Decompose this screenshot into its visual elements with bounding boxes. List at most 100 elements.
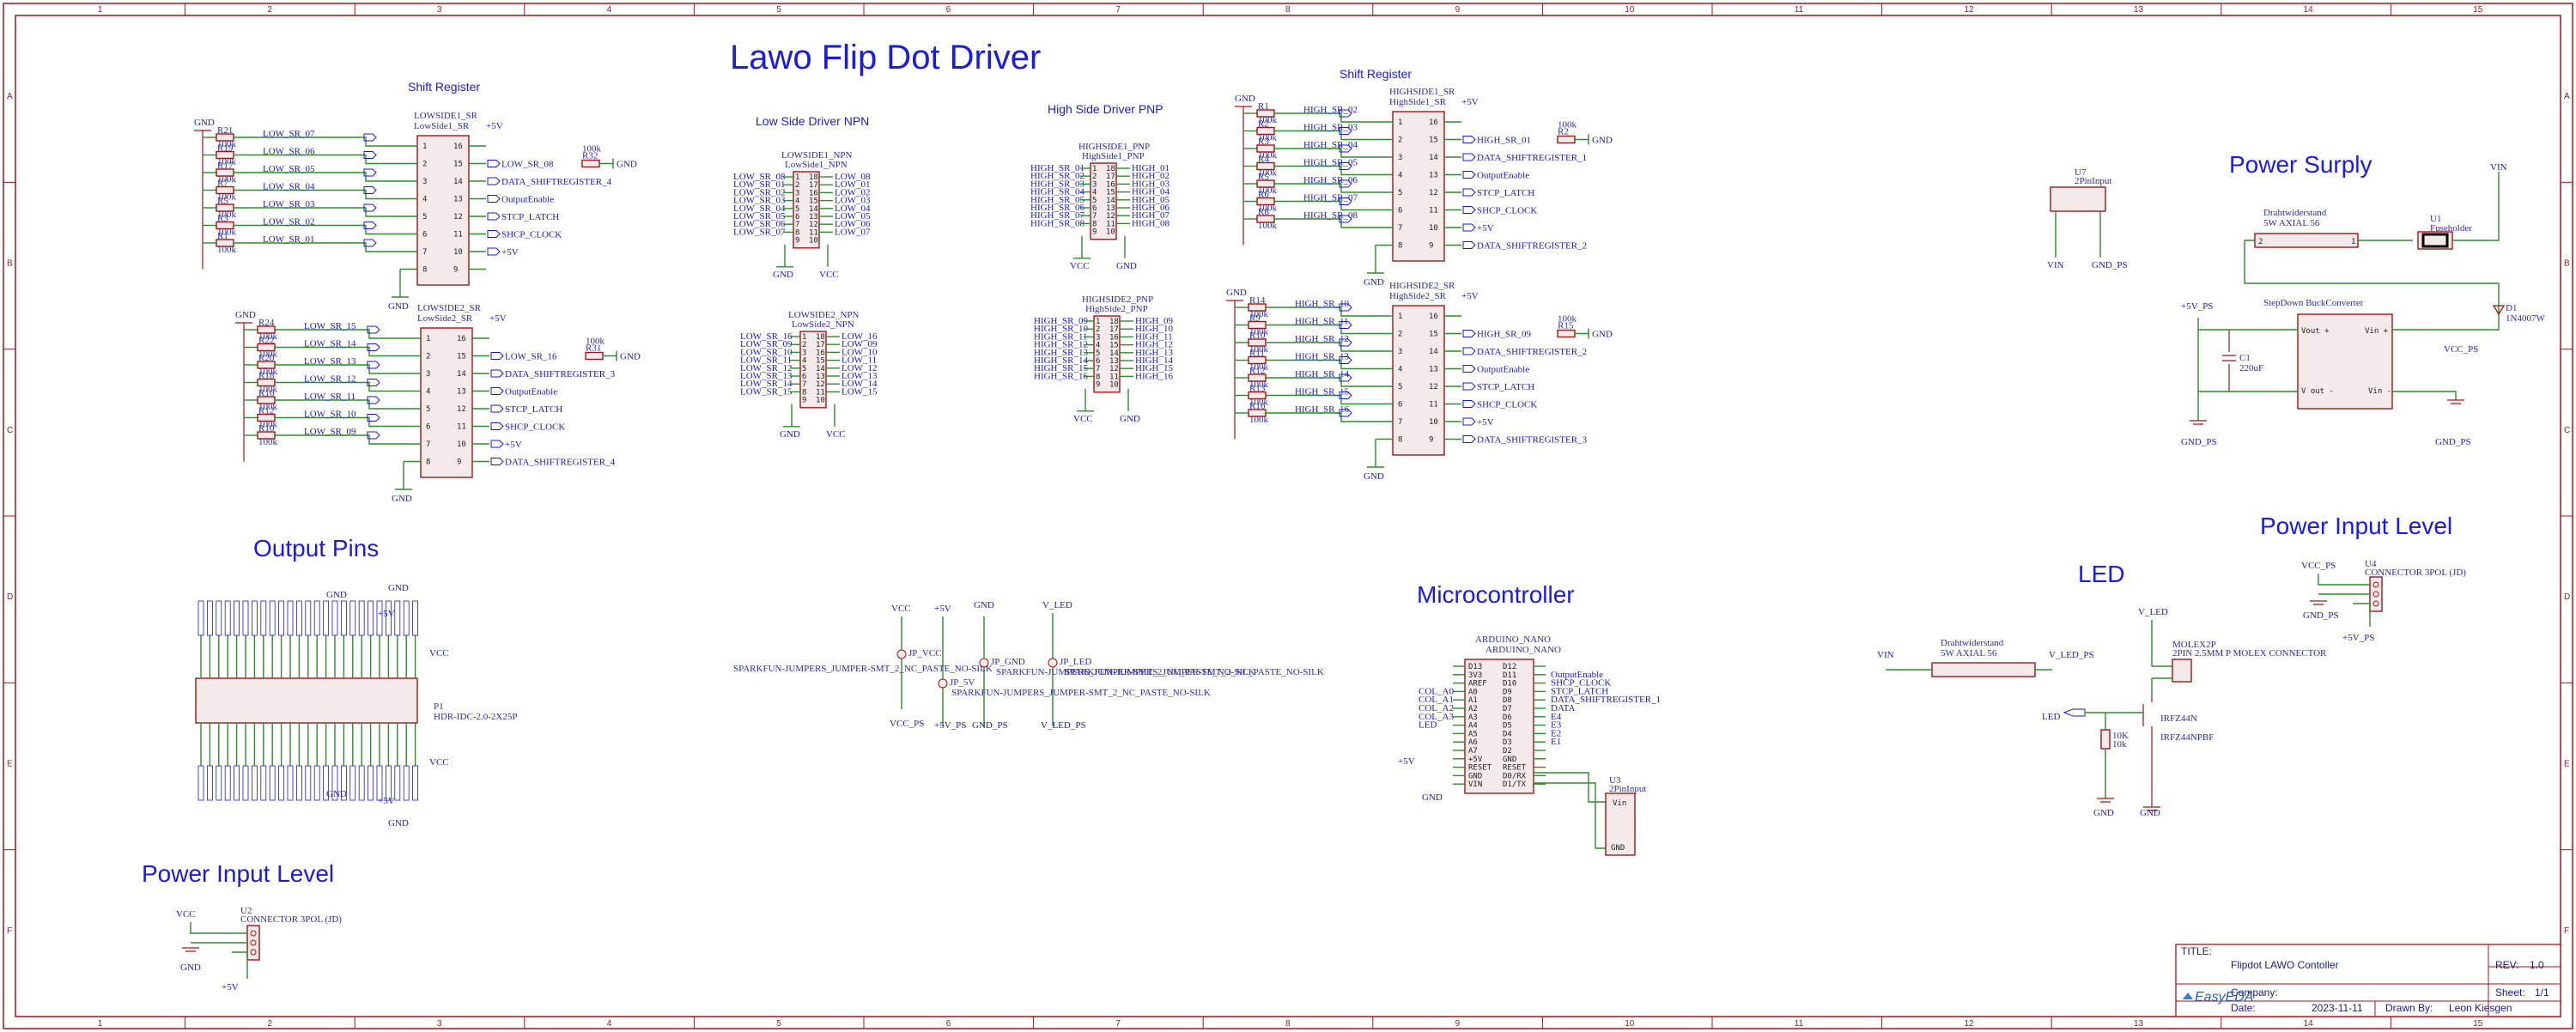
- page-title: Lawo Flip Dot Driver: [730, 39, 1041, 76]
- svg-text:14: 14: [453, 178, 463, 186]
- svg-text:11: 11: [457, 423, 466, 432]
- svg-text:2: 2: [1398, 137, 1402, 145]
- driver-chip[interactable]: [1090, 162, 1117, 240]
- svg-text:6: 6: [1096, 357, 1100, 366]
- svg-text:3V3: 3V3: [1468, 671, 1482, 680]
- svg-text:D7: D7: [1503, 705, 1512, 713]
- svg-text:1: 1: [2351, 238, 2355, 246]
- arduino-left-net: COL_A3: [1419, 712, 1454, 722]
- resistor[interactable]: [1557, 329, 1576, 338]
- resistor[interactable]: [585, 351, 604, 361]
- svg-text:Vin +: Vin +: [2365, 327, 2389, 336]
- resistor-ref: R14: [1249, 295, 1266, 306]
- sr-output-net: LOW_SR_02: [263, 217, 315, 228]
- col-number-bottom: 2: [267, 1019, 272, 1029]
- resistor-value: 100k: [582, 144, 602, 155]
- jp-vcc-symbol[interactable]: [896, 649, 907, 659]
- drahtwiderstand1-value: 5W AXIAL 56: [2263, 218, 2320, 228]
- svg-text:7: 7: [1096, 365, 1100, 373]
- svg-text:Vout +: Vout +: [2301, 327, 2330, 336]
- driver-input-net: HIGH_SR_10: [1034, 324, 1088, 334]
- svg-text:D12: D12: [1503, 663, 1516, 671]
- svg-text:5: 5: [1398, 383, 1402, 392]
- resistor-ref: R1: [1258, 101, 1269, 112]
- conn-left-ref: U2: [240, 906, 252, 916]
- arduino-nano[interactable]: [1464, 659, 1534, 794]
- resistor-ref: R16: [1249, 401, 1266, 411]
- jp-led-symbol[interactable]: [1048, 658, 1058, 668]
- svg-text:17: 17: [1106, 173, 1115, 181]
- driver-chip[interactable]: [1093, 315, 1121, 393]
- resistor-value: 100k: [258, 437, 278, 447]
- driver-chip[interactable]: [793, 171, 820, 249]
- pin-input2[interactable]: [1605, 792, 1636, 856]
- svg-text:8: 8: [422, 266, 427, 275]
- gnd-ps-net-pil: GND_PS: [2303, 610, 2339, 621]
- svg-text:1: 1: [1096, 318, 1100, 326]
- resistor-led[interactable]: [2100, 729, 2111, 750]
- col-number-bottom: 13: [2134, 1019, 2144, 1029]
- shift-register-chip[interactable]: [1392, 305, 1445, 456]
- svg-text:16: 16: [453, 143, 463, 151]
- gnd-net: GND: [194, 118, 215, 128]
- section-output-pins: Output Pins: [253, 535, 379, 562]
- svg-text:7: 7: [802, 380, 806, 389]
- jp-gnd-symbol[interactable]: [979, 658, 989, 668]
- driver-bottom-net-right: VCC: [819, 270, 839, 280]
- p5v-ps-net-buck: +5V_PS: [2181, 301, 2213, 312]
- col-number-top: 9: [1455, 5, 1461, 15]
- driver-output-net: LOW_08: [835, 172, 871, 182]
- sr-output-net: HIGH_SR_03: [1303, 123, 1358, 133]
- shift-register-chip[interactable]: [420, 327, 473, 478]
- sr-output-net: HIGH_SR_07: [1303, 193, 1358, 203]
- resistor[interactable]: [581, 159, 600, 168]
- sr-name: HighSide1_SR: [1389, 97, 1447, 107]
- driver-output-net: HIGH_12: [1135, 340, 1173, 350]
- svg-text:2: 2: [422, 161, 427, 169]
- gnd-net: GND: [1592, 330, 1613, 340]
- driver-name: LowSide2_NPN: [792, 319, 854, 330]
- svg-text:16: 16: [1429, 118, 1438, 127]
- resistor[interactable]: [1557, 135, 1576, 144]
- resistor-value: 100k: [217, 174, 237, 185]
- resistor-ref: R5: [217, 196, 228, 206]
- svg-text:A5: A5: [1468, 730, 1478, 738]
- svg-text:16: 16: [809, 189, 818, 197]
- molex-connector[interactable]: [2172, 659, 2192, 683]
- shift-register-chip[interactable]: [1392, 111, 1445, 262]
- resistor-value: 100k: [1249, 415, 1269, 425]
- sr-ref: HIGHSIDE1_SR: [1389, 87, 1455, 97]
- svg-text:6: 6: [1398, 401, 1402, 410]
- arduino-right-net: SHCP_CLOCK: [1551, 678, 1611, 689]
- conn-right-name: CONNECTOR 3POL (JD): [2365, 568, 2466, 578]
- drahtwiderstand1[interactable]: [2254, 233, 2359, 248]
- driver-output-net: HIGH_07: [1132, 210, 1170, 221]
- arduino-left-net: COL_A0: [1419, 686, 1454, 696]
- resistor-ref: R16: [258, 388, 275, 398]
- mosfet-name: IRFZ44NPBF: [2160, 732, 2214, 743]
- driver-chip[interactable]: [799, 331, 827, 409]
- jumper-name-1: SPARKFUN-JUMPERS_JUMPER-SMT_2_NC_PASTE_N…: [733, 664, 993, 674]
- section-power-surply: Power Surply: [2229, 151, 2372, 178]
- svg-text:16: 16: [1109, 333, 1119, 342]
- drawn-value: Leon Kiesgen: [2449, 1002, 2512, 1014]
- sr-control-net: DATA_SHIFTREGISTER_3: [1477, 435, 1588, 446]
- jp-5v-symbol[interactable]: [938, 678, 948, 689]
- drahtwiderstand2[interactable]: [1931, 662, 2036, 677]
- svg-text:10: 10: [1429, 418, 1438, 427]
- diode-symbol: [2492, 305, 2506, 316]
- buck-converter[interactable]: [2297, 313, 2393, 410]
- svg-text:3: 3: [1398, 348, 1402, 356]
- sr-control-net: STCP_LATCH: [501, 212, 559, 222]
- pin-header[interactable]: [195, 677, 418, 724]
- svg-text:8: 8: [1398, 242, 1402, 251]
- row-letter-left: E: [7, 760, 13, 769]
- svg-text:12: 12: [457, 405, 466, 414]
- resistor-value: 100k: [258, 331, 278, 342]
- sr-ref: HIGHSIDE2_SR: [1389, 281, 1455, 291]
- shift-register-chip[interactable]: [416, 135, 470, 286]
- svg-text:10: 10: [1429, 224, 1438, 233]
- pin-input1[interactable]: [2050, 186, 2106, 212]
